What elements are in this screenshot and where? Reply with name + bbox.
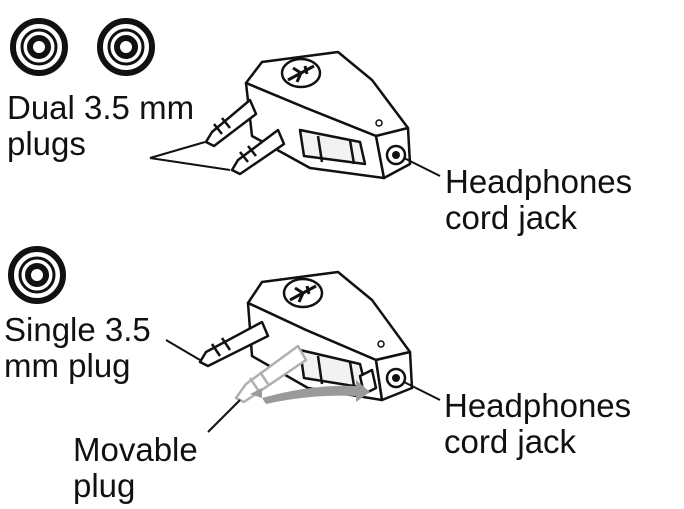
movable-plug-label-line-2: plug — [73, 467, 136, 504]
jack-label-top-line-1: Headphones — [445, 163, 633, 200]
callout-lines-top — [149, 141, 441, 177]
jack-label-top-line-2: cord jack — [445, 199, 578, 236]
airplane-icon — [282, 277, 324, 309]
jack-label-bottom-line-1: Headphones — [444, 387, 632, 424]
airplane-icon — [280, 57, 322, 89]
rotation-arrow — [250, 380, 370, 404]
dual-plug-adapter — [204, 50, 412, 180]
callout-lines-bottom — [165, 339, 441, 433]
dual-plug-label-line-2: plugs — [7, 125, 86, 162]
jack-label-bottom-line-2: cord jack — [444, 423, 577, 460]
single-plug-adapter — [198, 270, 414, 402]
dual-ring-plug-icon — [10, 18, 155, 76]
movable-plug-label-line-1: Movable — [73, 431, 198, 468]
single-plug-label-line-1: Single 3.5 — [4, 311, 151, 348]
single-ring-plug-icon — [8, 246, 66, 304]
dual-plug-label-line-1: Dual 3.5 mm — [7, 89, 195, 126]
single-plug-label-line-2: mm plug — [4, 347, 131, 384]
